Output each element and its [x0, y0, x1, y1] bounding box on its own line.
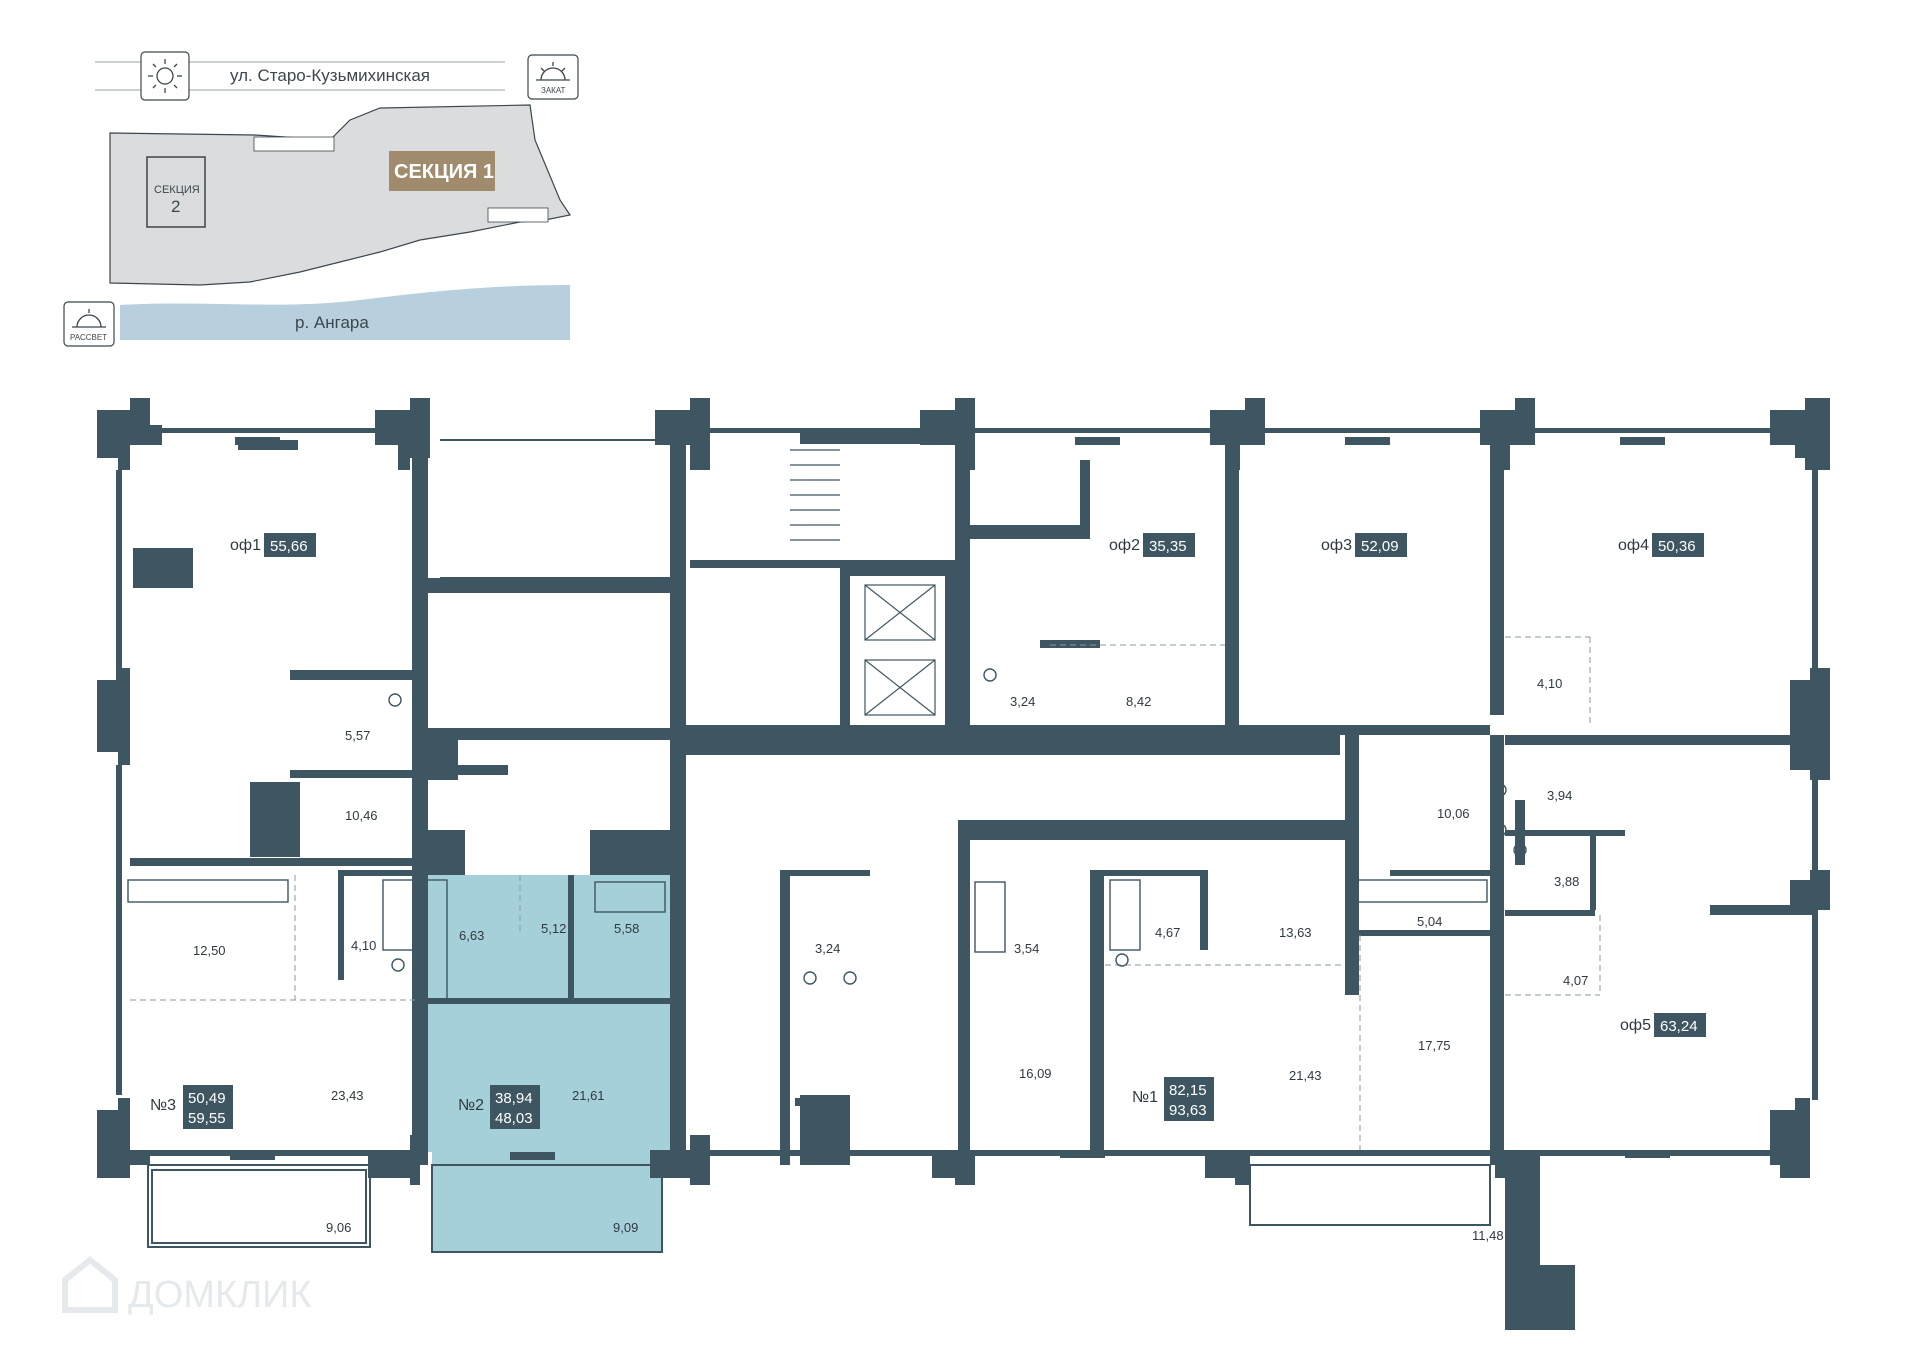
- room-area: 21,61: [572, 1088, 605, 1103]
- room-area: 3,24: [815, 941, 840, 956]
- unit-n2-area1: 38,94: [495, 1090, 533, 1107]
- room-area: 12,50: [193, 943, 226, 958]
- unit-of3-name: оф3: [1321, 537, 1352, 554]
- room-area: 3,24: [1010, 694, 1035, 709]
- room-area: 3,94: [1547, 788, 1572, 803]
- unit-n2-area2: 48,03: [495, 1110, 533, 1127]
- unit-of4-area: 50,36: [1658, 538, 1696, 555]
- unit-n3-area2: 59,55: [188, 1110, 226, 1127]
- watermark-text: ДОМКЛИК: [128, 1274, 311, 1316]
- unit-n3-chip: [183, 1085, 233, 1129]
- unit-n1-name: №1: [1132, 1089, 1158, 1106]
- room-area: 9,09: [613, 1220, 638, 1235]
- unit-n3-name: №3: [150, 1097, 176, 1114]
- unit-of4-name: оф4: [1618, 537, 1649, 554]
- room-area: 6,63: [459, 928, 484, 943]
- river: [120, 285, 570, 340]
- room-area: 11,48: [1472, 1228, 1504, 1243]
- room-area: 4,07: [1563, 973, 1588, 988]
- unit-of5-chip: [1654, 1013, 1706, 1037]
- room-area: 4,10: [351, 938, 376, 953]
- section-1-label: СЕКЦИЯ 1: [394, 161, 494, 183]
- site-plan: ул. Старо-Кузьмихинская ЗАКАТ СЕКЦИЯ 2 С…: [63, 51, 579, 347]
- unit-n1-area2: 93,63: [1169, 1102, 1207, 1119]
- room-area: 4,10: [1537, 676, 1562, 691]
- room-area: 16,09: [1019, 1066, 1052, 1081]
- unit-of1-name: оф1: [230, 537, 261, 554]
- section-1-block[interactable]: [389, 151, 495, 191]
- walls: [97, 398, 1830, 1330]
- room-area: 5,12: [541, 921, 566, 936]
- room-area: 9,06: [326, 1220, 351, 1235]
- room-areas: 5,57 10,46 3,24 8,42 4,10 10,06 3,94 3,8…: [193, 676, 1588, 1243]
- room-area: 5,57: [345, 728, 370, 743]
- sunrise-label: РАССВЕТ: [70, 333, 107, 342]
- unit-of2-name: оф2: [1109, 537, 1140, 554]
- room-area: 10,06: [1437, 806, 1470, 821]
- sunrise-icon: [63, 301, 115, 347]
- unit-n1-area1: 82,15: [1169, 1082, 1207, 1099]
- sunset-icon: [527, 54, 579, 100]
- room-area: 23,43: [331, 1088, 364, 1103]
- unit-of3-area: 52,09: [1361, 538, 1399, 555]
- section-2-block: [146, 156, 206, 228]
- section-2-number: 2: [171, 197, 180, 216]
- unit-of5-area: 63,24: [1660, 1018, 1698, 1035]
- unit-of4-chip: [1652, 533, 1704, 557]
- room-area: 17,75: [1418, 1038, 1451, 1053]
- thin-lines: [130, 439, 1601, 1253]
- unit-of2-chip: [1143, 533, 1195, 557]
- room-area: 3,54: [1014, 941, 1039, 956]
- unit-labels: оф1 55,66 оф2 35,35 оф3 52,09 оф4 50,36 …: [150, 533, 1706, 1129]
- room-area: 5,04: [1417, 914, 1442, 929]
- unit-of1-chip: [264, 533, 316, 557]
- home-icon: [62, 1256, 118, 1313]
- unit-of2-area: 35,35: [1149, 538, 1187, 555]
- unit-n1-chip: [1164, 1077, 1214, 1121]
- unit-n3-area1: 50,49: [188, 1090, 226, 1107]
- room-area: 8,42: [1126, 694, 1151, 709]
- section-2-label: СЕКЦИЯ: [154, 184, 200, 196]
- sunset-label: ЗАКАТ: [541, 86, 566, 95]
- unit-n2-chip: [490, 1085, 540, 1129]
- unit-of1-area: 55,66: [270, 538, 308, 555]
- fixtures: [127, 668, 1527, 1001]
- river-name: р. Ангара: [295, 313, 369, 332]
- room-area: 3,88: [1554, 874, 1579, 889]
- room-area: 13,63: [1279, 925, 1312, 940]
- street-name: ул. Старо-Кузьмихинская: [230, 66, 430, 85]
- watermark: ДОМКЛИК: [62, 1256, 311, 1316]
- room-area: 5,58: [614, 921, 639, 936]
- unit-of3-chip: [1355, 533, 1407, 557]
- unit-of5-name: оф5: [1620, 1017, 1651, 1034]
- unit-n2-name: №2: [458, 1097, 484, 1114]
- room-area: 10,46: [345, 808, 378, 823]
- apartment-2-highlight[interactable]: [425, 875, 673, 1252]
- room-area: 4,67: [1155, 925, 1180, 940]
- room-area: 21,43: [1289, 1068, 1322, 1083]
